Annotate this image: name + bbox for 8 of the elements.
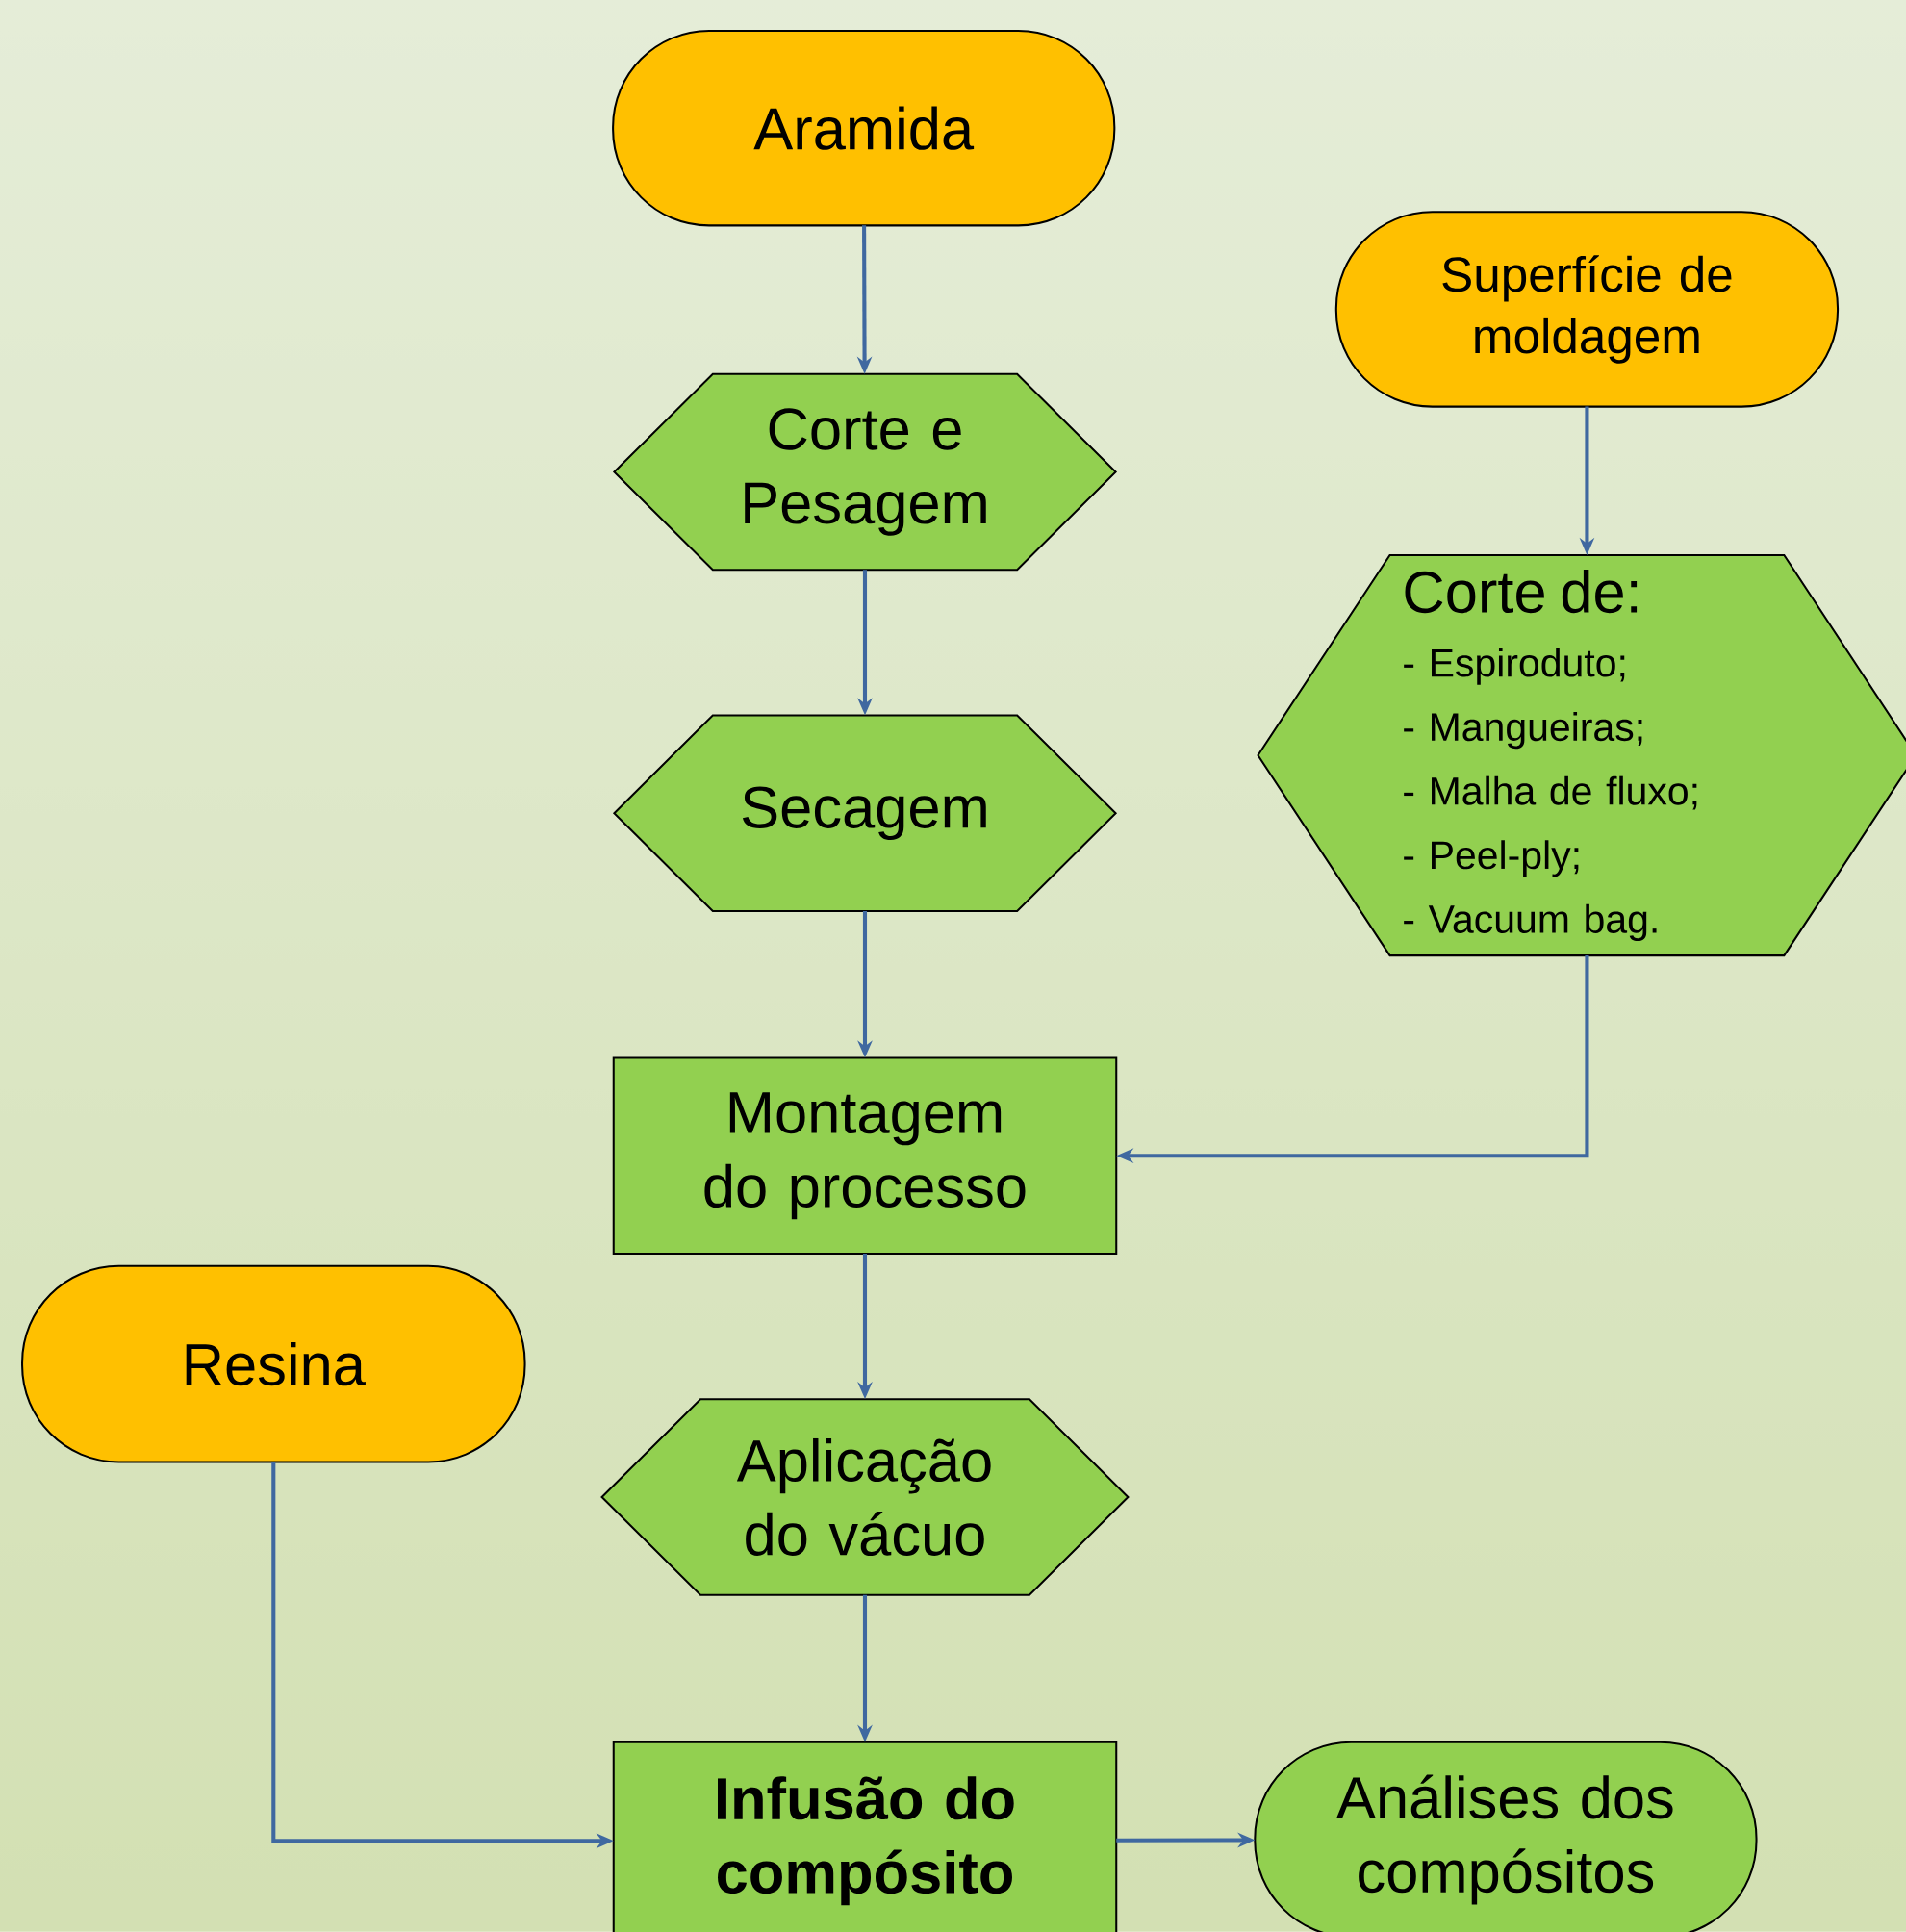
terminal-box: Resina bbox=[20, 1264, 526, 1463]
terminal-box: Análises dos compósitos bbox=[1254, 1741, 1758, 1932]
process-box: Montagem do processo bbox=[612, 1056, 1118, 1256]
process-hexagon: Aplicação do vácuo bbox=[600, 1398, 1130, 1596]
process-hexagon: Corte de: - Espiroduto; - Mangueiras; - Malha de fluxo; - Peel-ply; - Vacuum bag. bbox=[1257, 553, 1906, 957]
terminal-box: Aramida bbox=[612, 30, 1116, 227]
terminal-box: Superfície de moldagem bbox=[1334, 211, 1840, 408]
process-box: Infusão do compósito bbox=[612, 1741, 1118, 1932]
